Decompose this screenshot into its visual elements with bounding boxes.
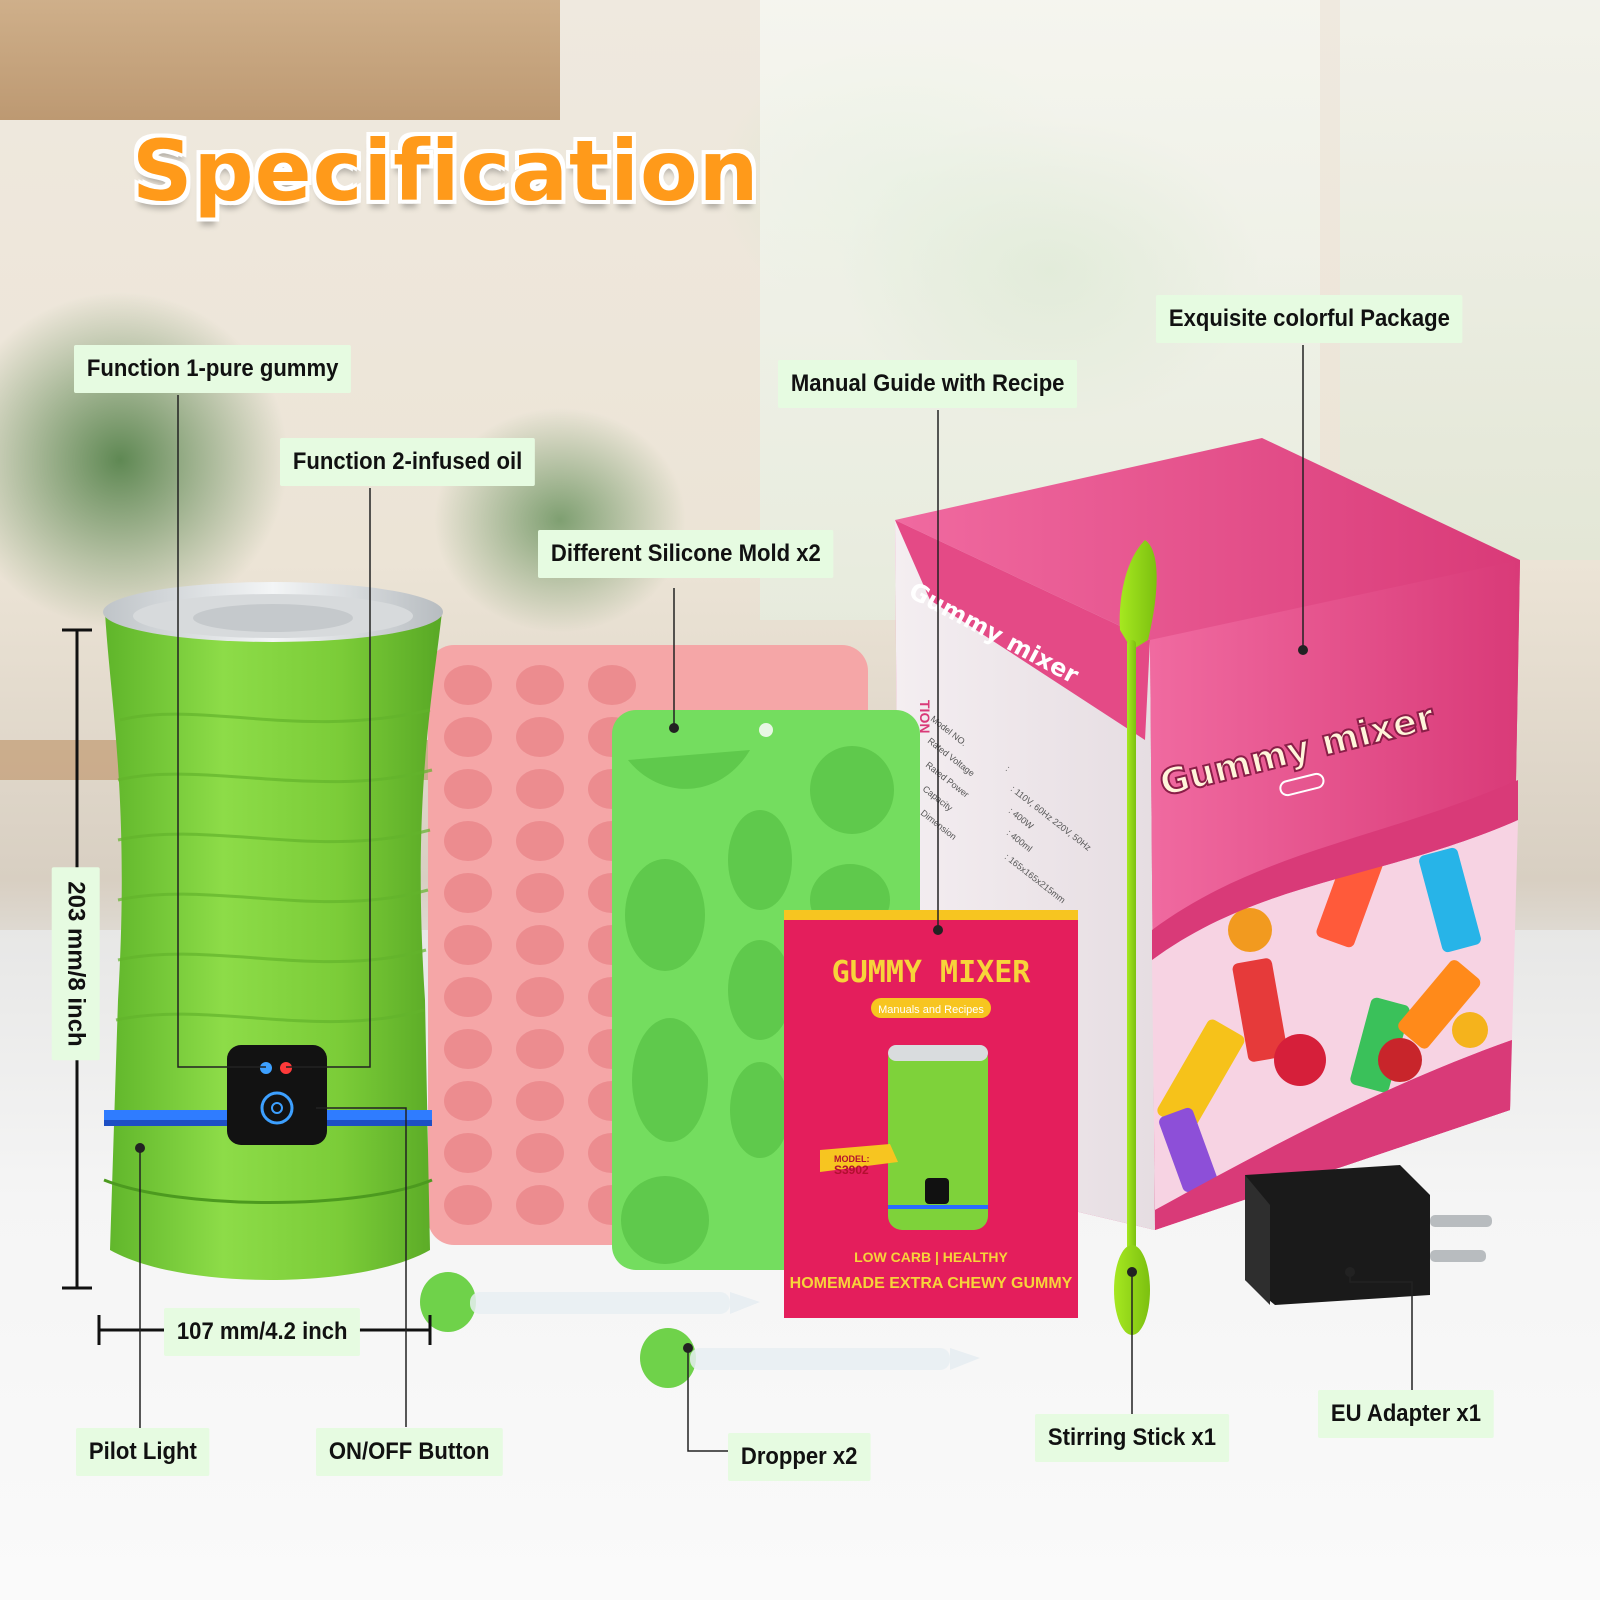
- label-on-off-button: ON/OFF Button: [316, 1428, 503, 1476]
- function-1-indicator-icon: [260, 1062, 272, 1074]
- gummy-mixer-device: [103, 582, 443, 1280]
- mold-cavity: [444, 925, 492, 965]
- mold-cavity: [516, 1081, 564, 1121]
- label-eu-adapter: EU Adapter x1: [1318, 1390, 1494, 1438]
- label-manual-guide: Manual Guide with Recipe: [778, 360, 1078, 408]
- mold-cavity: [444, 1081, 492, 1121]
- mold-cavity: [588, 665, 636, 705]
- mold-cavity: [444, 665, 492, 705]
- mold-cavity: [516, 717, 564, 757]
- label-dropper: Dropper x2: [728, 1433, 871, 1481]
- manual-tagline-1: LOW CARB | HEALTHY: [854, 1249, 1008, 1265]
- mold-cavity: [444, 1185, 492, 1225]
- mold-cavity: [444, 717, 492, 757]
- mold-cavity: [516, 821, 564, 861]
- candy-picture: [1157, 847, 1488, 1193]
- page-title: Specification: [132, 122, 760, 220]
- mold-cavity: [516, 1029, 564, 1069]
- control-panel: [227, 1045, 327, 1145]
- mold-cavity: [516, 873, 564, 913]
- dropper-2: [640, 1328, 980, 1388]
- manual-model-label: MODEL:: [834, 1154, 870, 1164]
- mold-cavity: [516, 665, 564, 705]
- manual-subtitle: Manuals and Recipes: [878, 1004, 984, 1016]
- mold-cavity: [444, 977, 492, 1017]
- mold-cavity: [444, 821, 492, 861]
- mold-cavity: [516, 977, 564, 1017]
- mold-cavity: [444, 769, 492, 809]
- window-right: [1340, 0, 1600, 560]
- dropper-1: [420, 1272, 760, 1332]
- manual-title: GUMMY MIXER: [832, 955, 1032, 990]
- package-box: Gummy mixer Gummy mixer TION Model NO. R…: [895, 438, 1520, 1230]
- window-blind: [0, 0, 560, 120]
- label-silicone-mold: Different Silicone Mold x2: [538, 530, 834, 578]
- mold-cavity: [444, 1029, 492, 1069]
- mold-cavity: [516, 1185, 564, 1225]
- label-function-2: Function 2-infused oil: [280, 438, 536, 486]
- function-2-indicator-icon: [280, 1062, 292, 1074]
- mold-cavity: [516, 925, 564, 965]
- label-height: 203 mm/8 inch: [51, 867, 100, 1061]
- label-pilot-light: Pilot Light: [76, 1428, 210, 1476]
- label-stirring-stick: Stirring Stick x1: [1035, 1414, 1229, 1462]
- mold-cavity: [516, 1133, 564, 1173]
- box-side-heading: TION: [917, 700, 933, 733]
- label-width: 107 mm/4.2 inch: [164, 1308, 361, 1356]
- label-package: Exquisite colorful Package: [1156, 295, 1463, 343]
- mold-cavity: [444, 873, 492, 913]
- power-button-icon[interactable]: [260, 1091, 294, 1125]
- box-spec-value: :: [1004, 764, 1012, 773]
- manual-tagline-2: HOMEMADE EXTRA CHEWY GUMMY: [790, 1275, 1073, 1292]
- leader-dots: [135, 645, 1355, 1353]
- manual-booklet: GUMMY MIXER Manuals and Recipes MODEL: S…: [784, 910, 1078, 1318]
- leader-lines: [139, 345, 1413, 1452]
- mold-cavity: [444, 1133, 492, 1173]
- manual-model: S3902: [834, 1163, 869, 1177]
- mold-cavity: [516, 769, 564, 809]
- label-function-1: Function 1-pure gummy: [74, 345, 352, 393]
- eu-adapter: [1245, 1165, 1492, 1305]
